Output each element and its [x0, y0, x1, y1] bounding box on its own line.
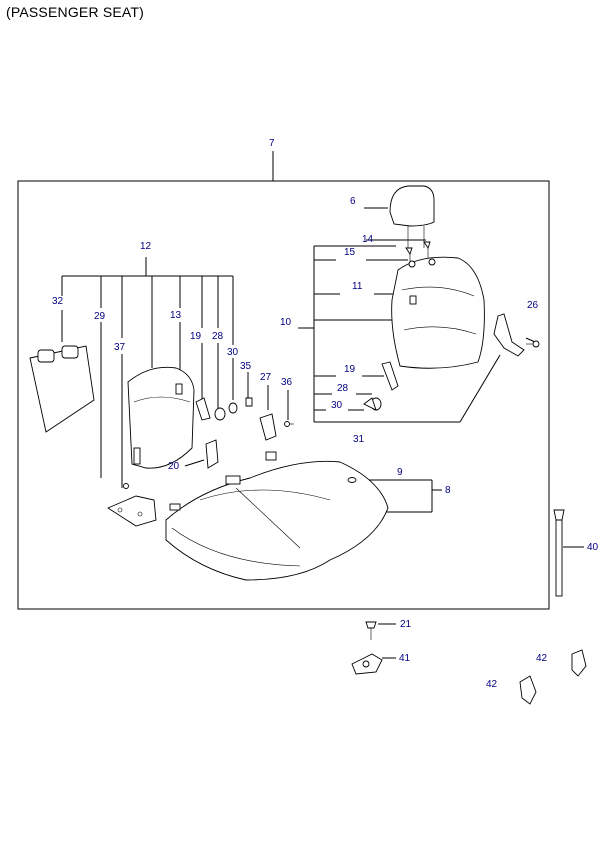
- seat-cushion-part: [165, 451, 389, 581]
- callout-10: 10: [280, 317, 292, 328]
- headrest-guides: [405, 241, 431, 262]
- callout-31: 31: [353, 434, 365, 445]
- callout-28-left: 28: [212, 331, 224, 342]
- recliner-lever: [493, 313, 540, 357]
- leader-lines-10: [298, 207, 501, 423]
- callout-30-left: 30: [227, 347, 239, 358]
- callout-12: 12: [140, 241, 152, 252]
- floor-bracket: [107, 483, 157, 527]
- callout-30-right: 30: [331, 400, 343, 411]
- callout-15: 15: [344, 247, 356, 258]
- callout-27: 27: [260, 372, 272, 383]
- callout-37: 37: [114, 342, 126, 353]
- callout-42-upper: 42: [536, 653, 548, 664]
- callout-19-left: 19: [190, 331, 202, 342]
- callout-21: 21: [400, 619, 412, 630]
- headrest-part: [389, 185, 435, 248]
- diagram-title: (PASSENGER SEAT): [6, 4, 145, 20]
- seatback-part: [391, 256, 485, 369]
- callout-19-right: 19: [344, 364, 356, 375]
- callout-35: 35: [240, 361, 252, 372]
- callout-8: 8: [445, 485, 451, 496]
- recliner-parts-right: [363, 361, 399, 411]
- callout-9: 9: [397, 467, 403, 478]
- callout-32: 32: [52, 296, 64, 307]
- callout-6: 6: [350, 196, 356, 207]
- callout-7: 7: [269, 138, 275, 149]
- callout-14: 14: [362, 234, 374, 245]
- anchor-parts: [351, 621, 383, 675]
- bracket-20: [205, 439, 219, 469]
- hinge-parts-left: [195, 397, 294, 441]
- callout-28-right: 28: [337, 383, 349, 394]
- callout-29: 29: [94, 311, 106, 322]
- callout-labels: 7 6 14 15 11 10 12 26 32 29 37 13 19 28 …: [52, 138, 599, 690]
- assembly-frame: [17, 151, 550, 610]
- callout-20: 20: [168, 461, 180, 472]
- callout-42-lower: 42: [486, 679, 498, 690]
- callout-36: 36: [281, 377, 293, 388]
- leader-lines-8: [184, 337, 584, 659]
- callout-11: 11: [352, 281, 363, 292]
- callout-41: 41: [399, 653, 411, 664]
- callout-13: 13: [170, 310, 182, 321]
- callout-40: 40: [587, 542, 599, 553]
- leader-lines-12: [61, 257, 289, 488]
- back-board-part: [29, 345, 95, 433]
- clip-parts: [519, 649, 587, 705]
- back-frame-part: [127, 366, 195, 469]
- belt-stalk-part: [553, 509, 565, 597]
- callout-26: 26: [527, 300, 539, 311]
